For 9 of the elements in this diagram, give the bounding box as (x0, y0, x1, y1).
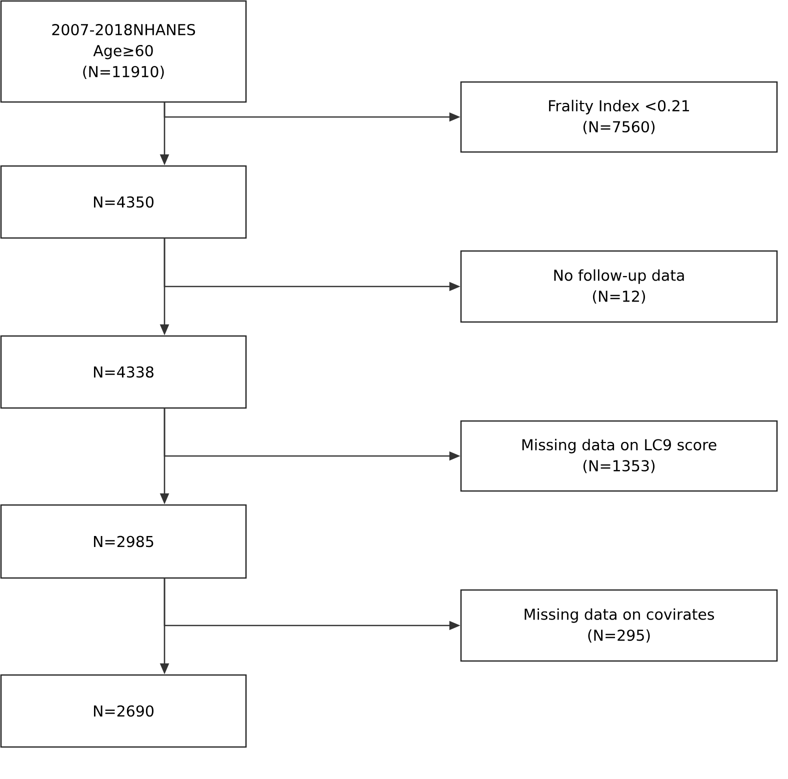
process-box: 2007-2018NHANES Age≥60 (N=11910) (0, 0, 247, 103)
process-box: N=2690 (0, 674, 247, 748)
process-box: N=2985 (0, 504, 247, 579)
process-box: N=4338 (0, 335, 247, 409)
process-box: N=4350 (0, 165, 247, 239)
process-box: No follow-up data (N=12) (460, 250, 778, 323)
process-box: Missing data on LC9 score (N=1353) (460, 420, 778, 492)
process-box: Missing data on covirates (N=295) (460, 589, 778, 662)
process-box: Frality Index <0.21 (N=7560) (460, 81, 778, 153)
